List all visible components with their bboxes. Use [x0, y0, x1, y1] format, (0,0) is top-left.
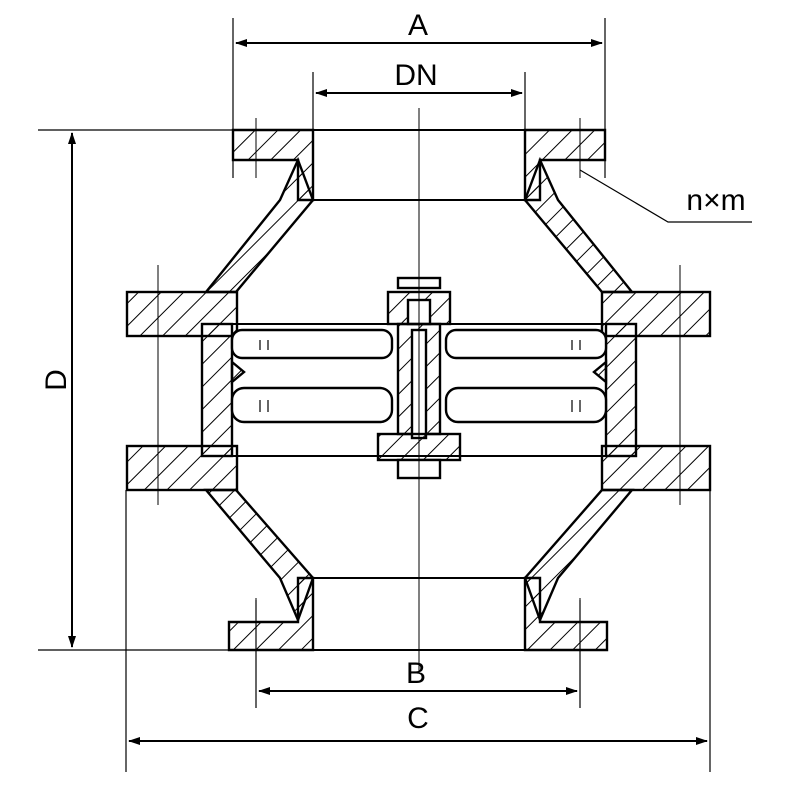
bolt-centerlines	[157, 118, 681, 662]
dimension-label-a: A	[408, 9, 428, 42]
dimension-label-b: B	[406, 657, 426, 690]
dimension-b: B	[255, 600, 581, 708]
dimension-a: A	[232, 9, 606, 178]
dimension-dn: DN	[312, 59, 526, 200]
disc-lower	[230, 359, 608, 424]
disc-upper	[230, 328, 608, 360]
dimension-label-c: C	[407, 702, 429, 735]
dimension-label-dn: DN	[394, 59, 437, 92]
dimension-label-d: D	[40, 369, 73, 391]
dimension-d: D	[38, 129, 262, 651]
middle-lower-flange	[125, 444, 712, 492]
dimension-c: C	[125, 490, 711, 772]
bolt-hole-label: n×m	[686, 184, 745, 217]
top-flange	[231, 128, 607, 202]
bolt-hole-leader: n×m	[579, 169, 752, 223]
